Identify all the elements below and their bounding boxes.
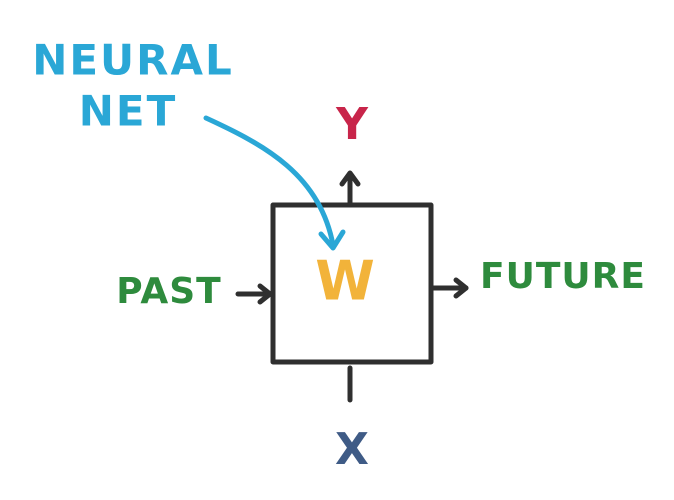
neural-net-label-line1: NEURAL [32,36,234,85]
neural-net-label-line2: NET [79,87,178,136]
weight-label-w: W [315,250,375,313]
output-arrow [339,170,361,208]
output-label-y: Y [335,99,369,150]
past-label: PAST [116,271,221,312]
neural-net-pointer [203,115,346,251]
future-label: FUTURE [480,256,646,297]
future-arrow [430,277,469,299]
past-arrow [235,283,273,305]
cell-box [270,202,434,365]
input-label-x: X [335,424,369,475]
